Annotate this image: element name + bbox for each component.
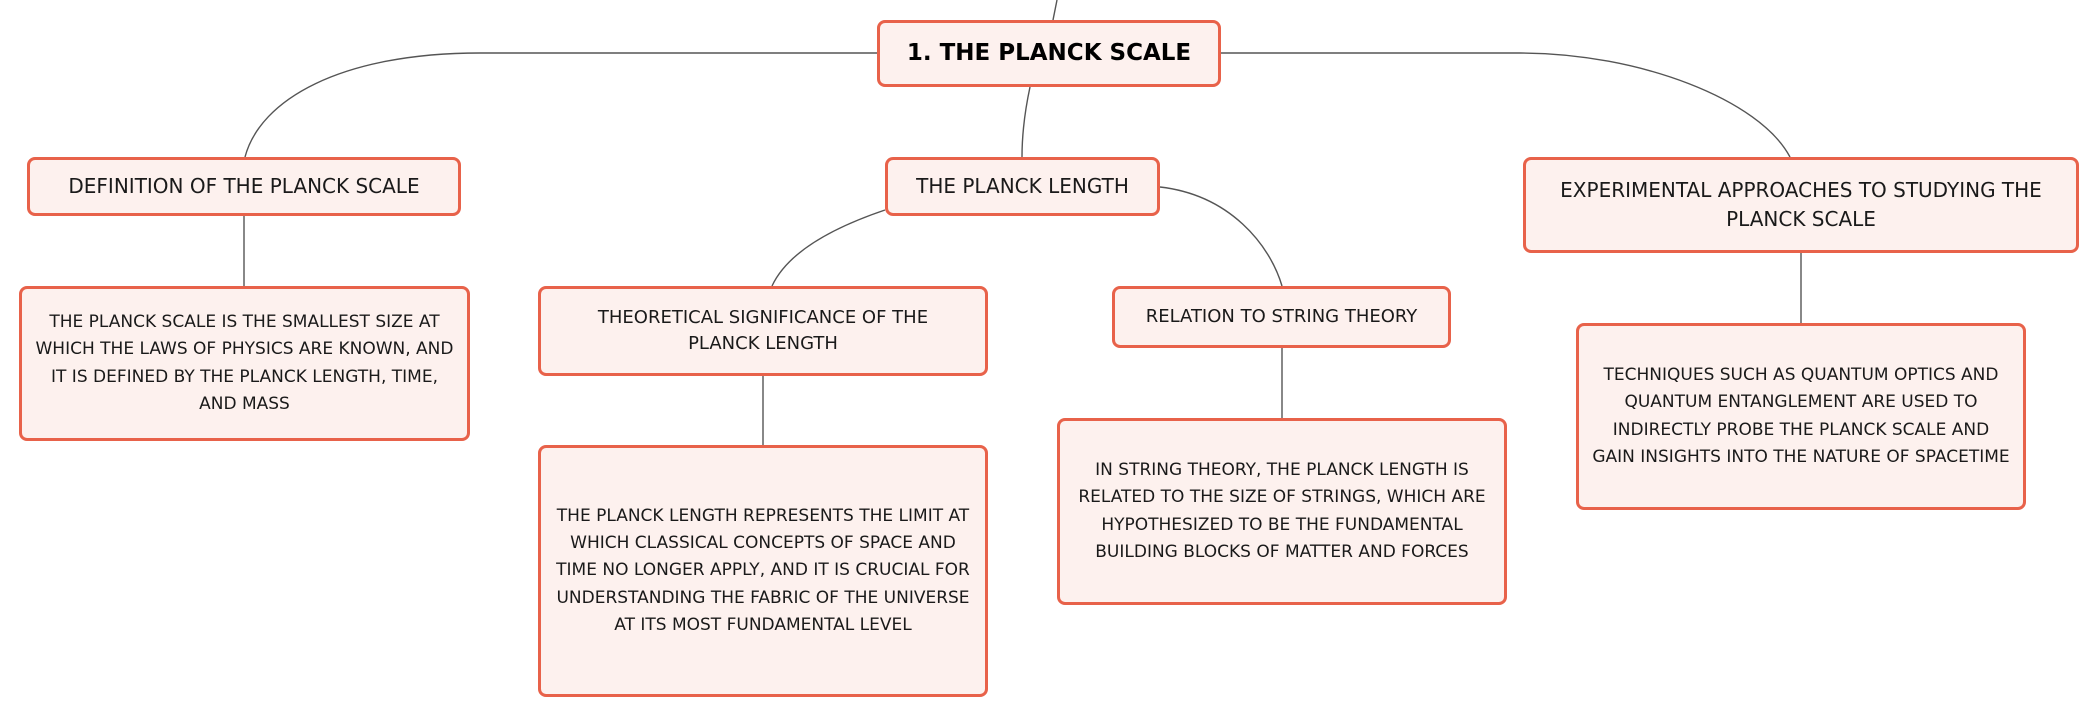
subtopic-theoretical-significance[interactable]: THEORETICAL SIGNIFICANCE OF THE PLANCK L…: [538, 286, 988, 376]
subtopic-theoretical-significance-label: THEORETICAL SIGNIFICANCE OF THE PLANCK L…: [597, 306, 929, 354]
connector-root-experimental: [1221, 52, 1791, 158]
experimental-detail[interactable]: TECHNIQUES SUCH AS QUANTUM OPTICS AND QU…: [1576, 323, 2026, 510]
root-label: 1. THE PLANCK SCALE: [906, 39, 1192, 66]
topic-experimental[interactable]: EXPERIMENTAL APPROACHES TO STUDYING THE …: [1523, 157, 2079, 253]
topic-definition[interactable]: DEFINITION OF THE PLANCK SCALE: [27, 157, 461, 216]
connector-root-definition: [244, 52, 877, 158]
subtopic-string-theory[interactable]: RELATION TO STRING THEORY: [1112, 286, 1451, 348]
subtopic-string-theory-label: RELATION TO STRING THEORY: [1145, 305, 1418, 327]
connector-root-incoming: [1052, 0, 1058, 21]
theoretical-significance-detail-text: THE PLANCK LENGTH REPRESENTS THE LIMIT A…: [556, 506, 970, 635]
definition-detail[interactable]: THE PLANCK SCALE IS THE SMALLEST SIZE AT…: [19, 286, 470, 441]
topic-planck-length-label: THE PLANCK LENGTH: [916, 174, 1129, 198]
theoretical-significance-detail[interactable]: THE PLANCK LENGTH REPRESENTS THE LIMIT A…: [538, 445, 988, 697]
connector-root-length: [1021, 86, 1031, 158]
string-theory-detail[interactable]: IN STRING THEORY, THE PLANCK LENGTH IS R…: [1057, 418, 1507, 605]
definition-detail-text: THE PLANCK SCALE IS THE SMALLEST SIZE AT…: [35, 312, 454, 414]
root-node[interactable]: 1. THE PLANCK SCALE: [877, 20, 1221, 87]
topic-planck-length[interactable]: THE PLANCK LENGTH: [885, 157, 1160, 216]
experimental-detail-text: TECHNIQUES SUCH AS QUANTUM OPTICS AND QU…: [1592, 365, 2010, 467]
connector-length-theory: [771, 209, 886, 287]
string-theory-detail-text: IN STRING THEORY, THE PLANCK LENGTH IS R…: [1078, 460, 1486, 562]
topic-experimental-label: EXPERIMENTAL APPROACHES TO STUDYING THE …: [1560, 178, 2042, 231]
connector-length-strings: [1159, 186, 1283, 287]
topic-definition-label: DEFINITION OF THE PLANCK SCALE: [68, 174, 420, 198]
